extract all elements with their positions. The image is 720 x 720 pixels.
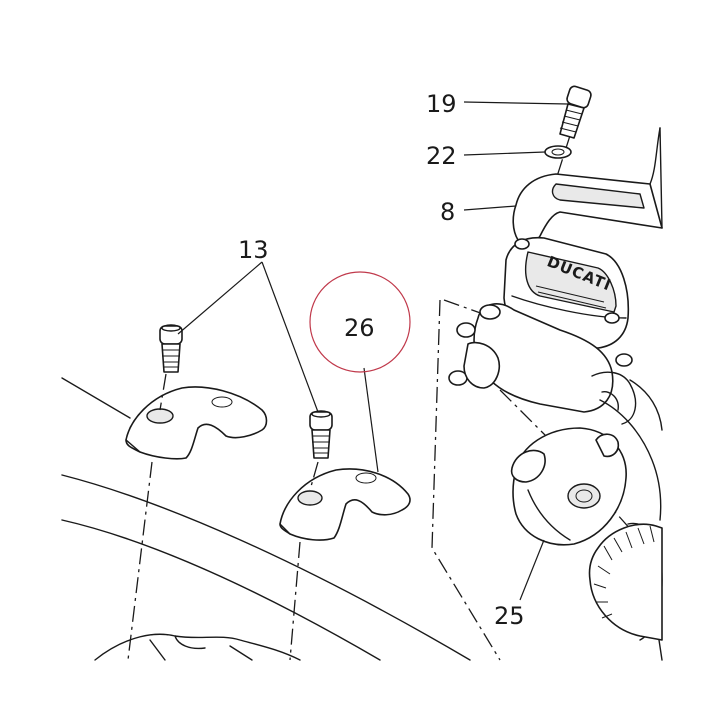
callout-19: 19 <box>426 90 457 118</box>
clamp-half-right <box>279 468 411 541</box>
bracket-8 <box>512 127 663 246</box>
callout-8: 8 <box>440 198 455 226</box>
callout-13: 13 <box>238 236 269 264</box>
callout-25: 25 <box>494 602 525 630</box>
leader-lines <box>177 101 569 601</box>
callout-26: 26 <box>344 314 375 342</box>
bolt-19 <box>559 85 592 139</box>
bolt-left <box>159 324 183 373</box>
handlebar-grip <box>588 523 663 641</box>
master-cylinder: DUCATI <box>448 236 637 425</box>
highlight-circle <box>309 271 411 373</box>
clamp-half-left <box>125 386 268 460</box>
bolt-right <box>309 410 333 459</box>
switch-housing-25 <box>510 427 627 546</box>
washer-22 <box>544 145 572 159</box>
callout-22: 22 <box>426 142 457 170</box>
